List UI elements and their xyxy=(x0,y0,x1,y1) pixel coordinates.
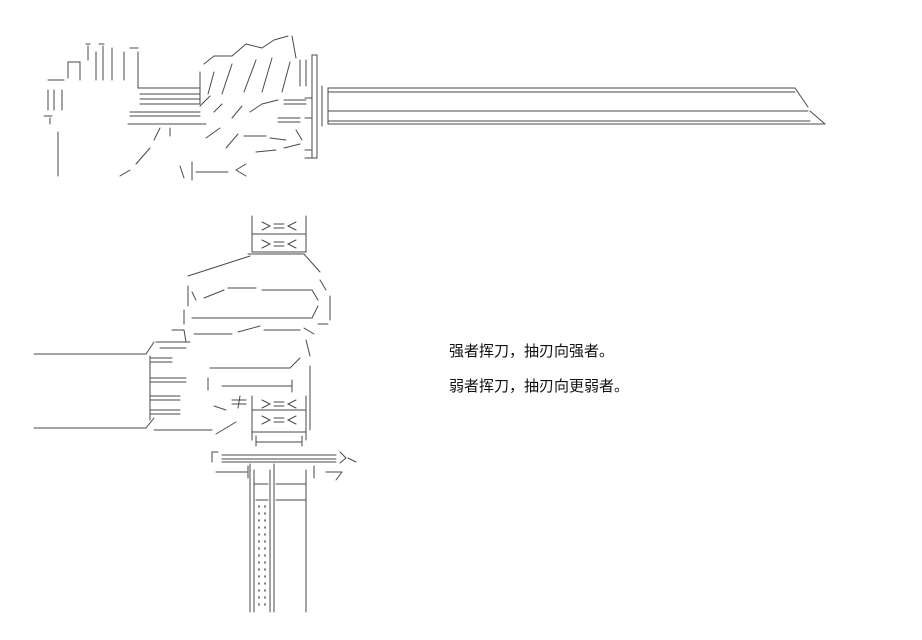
top-handle-wraps xyxy=(127,93,307,125)
blade-dots xyxy=(258,505,266,609)
top-hand-lower xyxy=(119,127,303,181)
vertical-handle-top xyxy=(251,215,307,253)
vertical-sword-guard xyxy=(211,451,357,481)
vertical-handle-lower xyxy=(251,395,307,447)
top-fingers xyxy=(43,35,307,177)
horizontal-sword-guard xyxy=(304,54,318,159)
fist-gripping-vertical-sword xyxy=(33,215,357,613)
bottom-arm xyxy=(33,341,237,435)
horizontal-blade xyxy=(321,85,826,127)
vertical-blade xyxy=(249,463,307,613)
fist-gripping-horizontal-sword xyxy=(43,35,826,181)
bottom-fingers xyxy=(171,253,331,431)
caption-weak: 弱者挥刀，抽刃向更弱者。 xyxy=(449,377,630,395)
caption-strong: 强者挥刀，抽刃向强者。 xyxy=(449,342,615,360)
